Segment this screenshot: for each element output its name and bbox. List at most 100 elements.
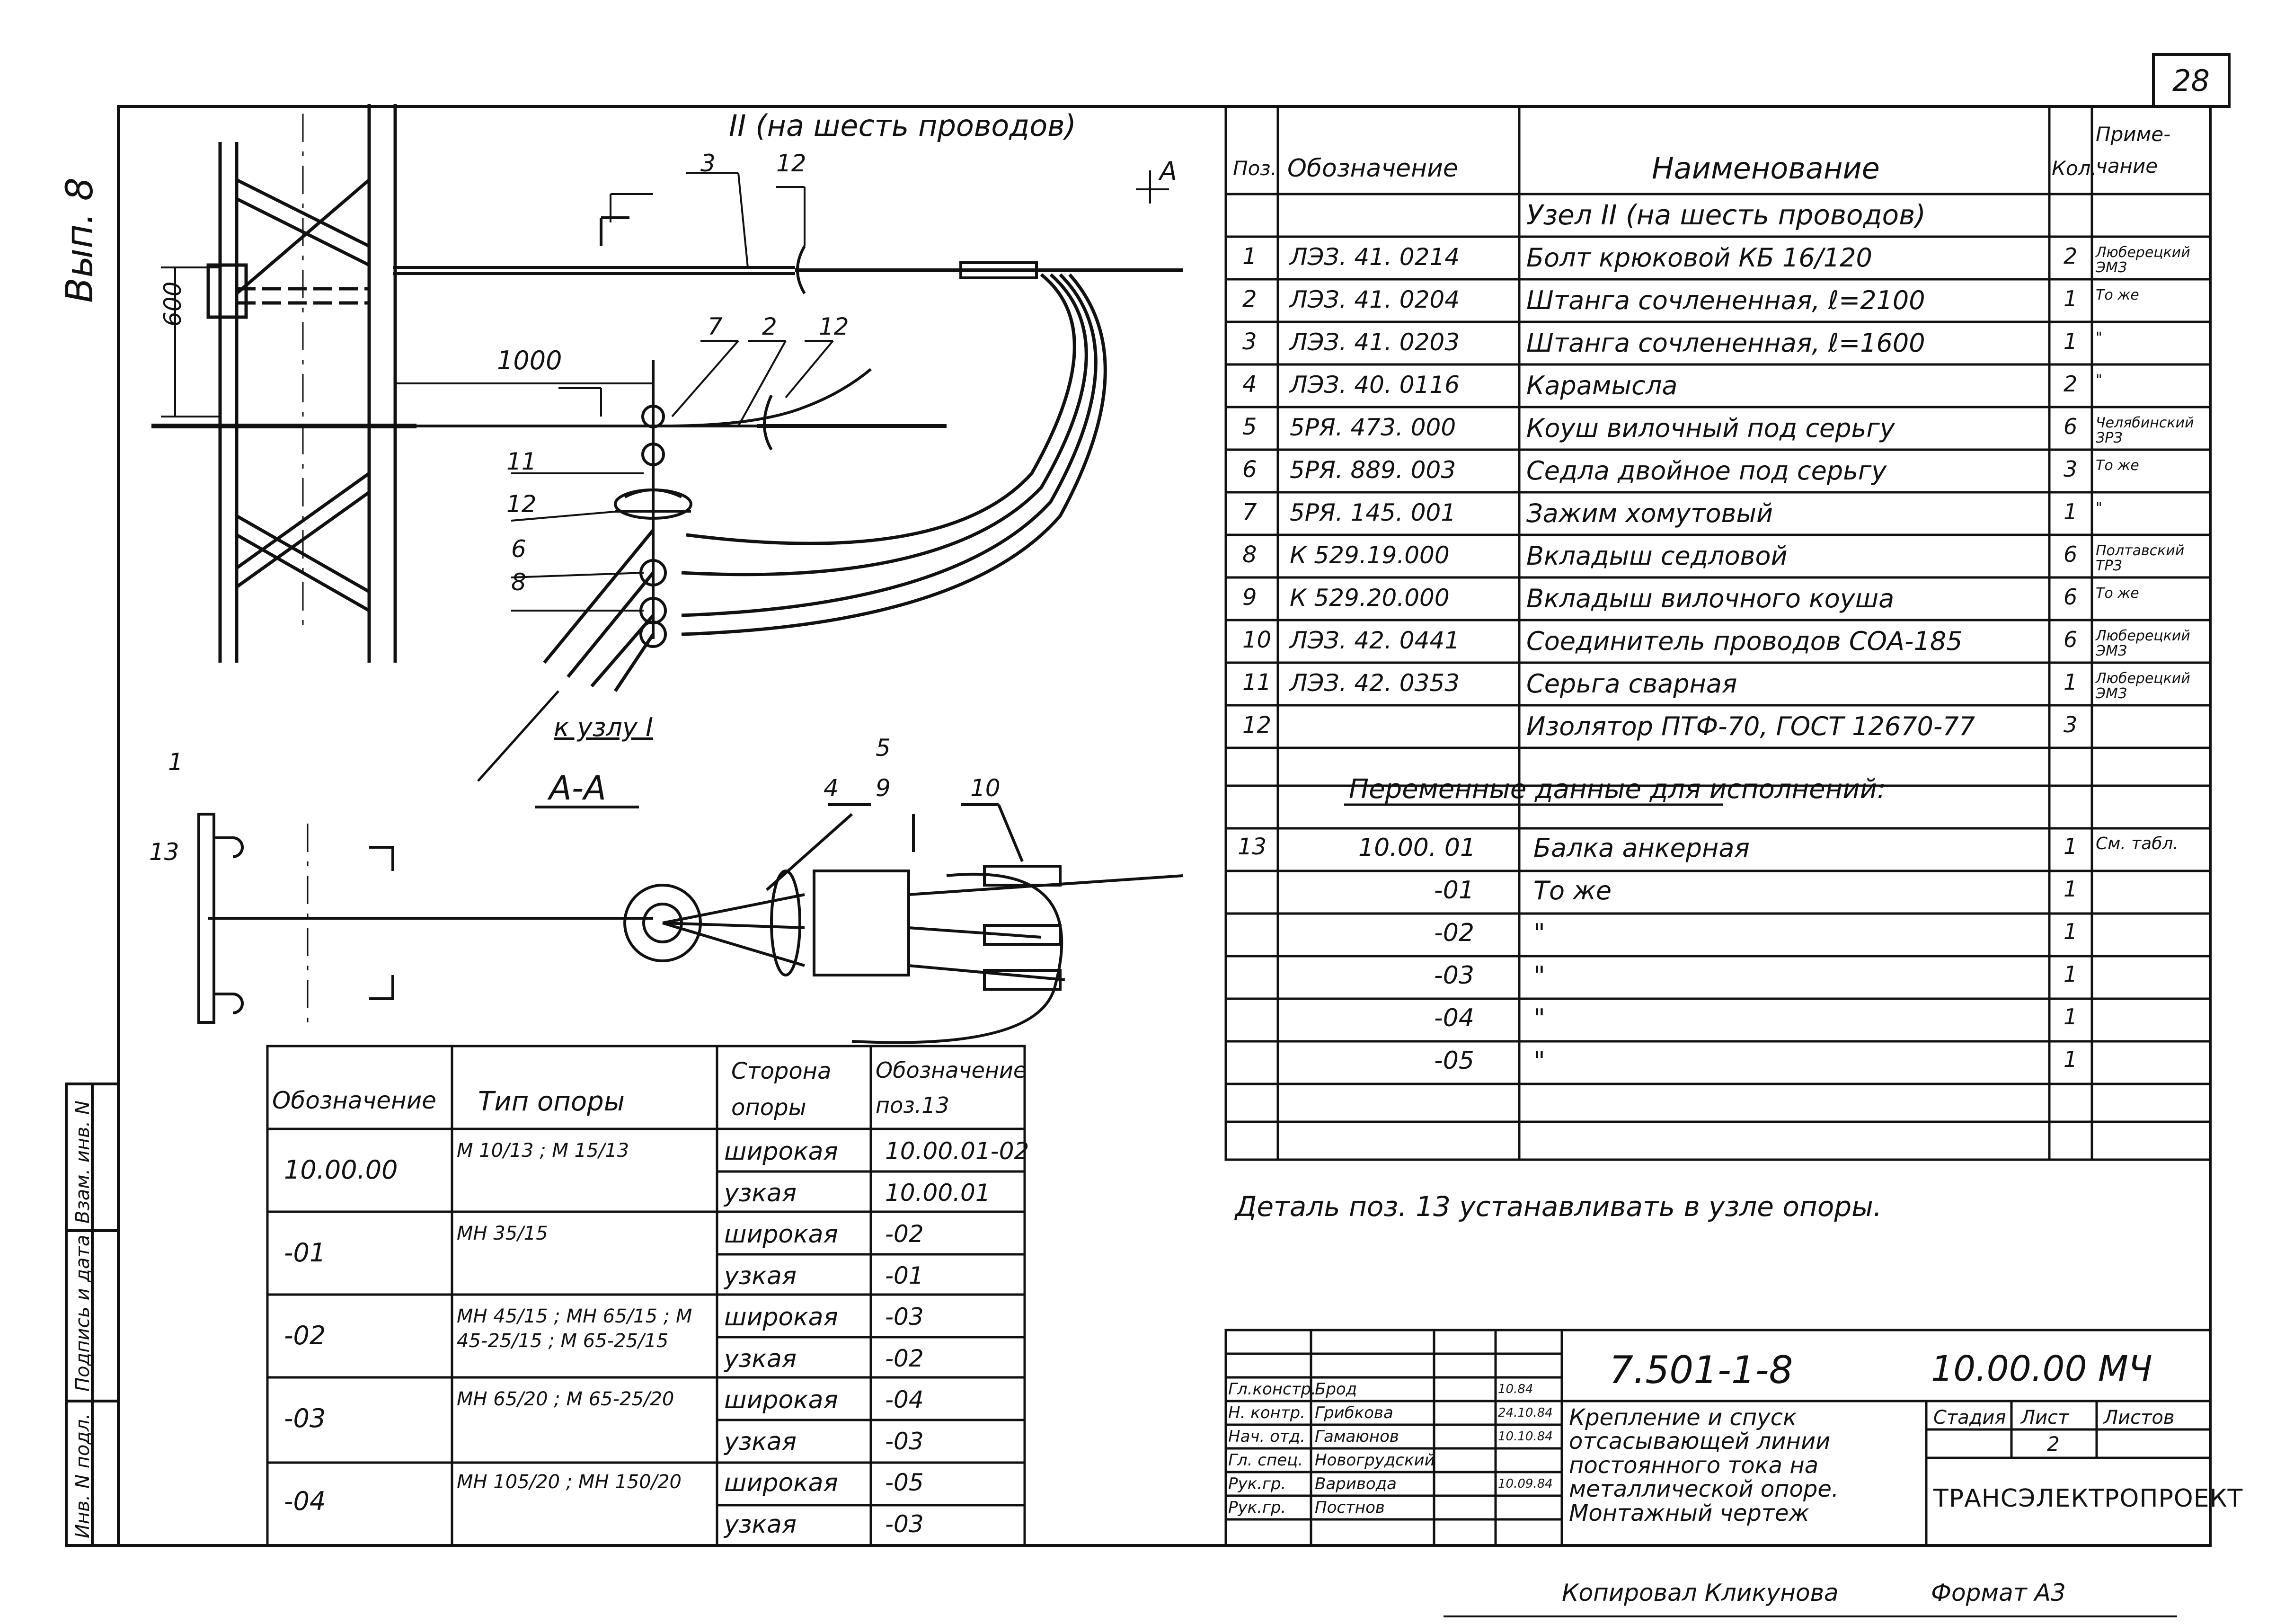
spec-row-name: Болт крюковой КБ 16/120 [1526,243,1872,273]
spec-var-note: См. табл. [2096,834,2179,853]
sheet-label: Лист [2021,1407,2069,1429]
dimension-lines [161,170,1169,417]
role-label: Гл.констр. [1228,1380,1316,1399]
conductor-upper [393,261,1183,279]
support-row-designation: -03 [284,1403,326,1433]
spec-header-qty: Кол. [2052,157,2097,180]
spec-group-title: Узел II (на шесть проводов) [1526,199,1926,231]
callout-10: 10 [970,774,1001,802]
callout-5: 5 [876,734,891,762]
spec-var-name: " [1533,961,1545,991]
role-name: Брод [1315,1380,1357,1399]
spec-var-name: " [1533,918,1545,948]
spec-var-designation: -04 [1434,1004,1474,1032]
spec-var-qty: 1 [2064,919,2078,944]
node-title: II (на шесть проводов) [729,108,1076,143]
spec-var-pos: 13 [1238,834,1267,860]
spec-var-qty: 1 [2064,961,2078,987]
support-row-pos13: -02 [885,1345,924,1372]
spec-row-qty: 1 [2064,499,2078,524]
dim-600: 600 [159,281,186,327]
support-row-pos13: -02 [885,1220,924,1248]
support-row-side: узкая [724,1428,797,1456]
spec-var-name: То же [1533,876,1612,905]
spec-row-name: Коуш вилочный под серьгу [1526,413,1895,443]
callout-6: 6 [511,535,526,563]
spec-row-qty: 2 [2064,371,2078,397]
support-header-type: Тип опоры [478,1086,625,1117]
spec-var-qty: 1 [2064,1004,2078,1029]
support-row-designation: -02 [284,1321,326,1350]
support-row-type: М 10/13 ; М 15/13 [457,1140,629,1162]
spec-row-qty: 1 [2064,286,2078,311]
spec-row-name: Штанга сочлененная, ℓ=1600 [1526,328,1925,358]
support-row-type: МН 35/15 [457,1223,548,1244]
section-marker: А [1160,156,1177,186]
spec-row-designation: К 529.20.000 [1290,584,1450,612]
spec-row-note: Люберецкий ЭМЗ [2096,244,2190,276]
role-name: Постнов [1315,1498,1385,1517]
support-row-type: МН 105/20 ; МН 150/20 [457,1471,682,1493]
callout-7: 7 [708,313,723,340]
section-aa [197,216,1184,1044]
drop-wires [543,273,1107,692]
spec-variable-title: Переменные данные для исполнений: [1349,774,1886,805]
spec-var-designation: 10.00. 01 [1358,834,1476,862]
spec-row-pos: 7 [1242,499,1257,525]
spec-row-designation: 5РЯ. 145. 001 [1290,499,1456,526]
insulators [614,245,806,520]
spec-row-name: Штанга сочлененная, ℓ=2100 [1526,285,1925,315]
spec-row-pos: 12 [1242,712,1272,738]
spec-row-designation: ЛЭЗ. 42. 0441 [1290,627,1460,654]
support-row-pos13: 10.00.01-02 [885,1137,1029,1165]
spec-row-note: Полтавский ТРЗ [2096,542,2185,574]
role-name: Новогрудский [1315,1451,1435,1470]
role-date: 10.10.84 [1498,1429,1553,1444]
spec-table-grid [1224,105,2212,1161]
role-label: Нач. отд. [1228,1427,1306,1446]
spec-header-name: Наименование [1652,151,1880,186]
spec-row-qty: 3 [2064,456,2078,482]
copied-by: Копировал Кликунова [1562,1579,1839,1606]
spec-row-qty: 6 [2064,414,2078,439]
spec-row-designation: ЛЭЗ. 41. 0204 [1290,286,1460,313]
support-row-designation: 10.00.00 [284,1155,398,1185]
callout-8: 8 [511,568,526,596]
side-label: Вып. 8 [59,177,101,303]
role-name: Грибкова [1315,1403,1393,1422]
spec-row-pos: 4 [1242,371,1257,398]
clamp-column [639,360,667,648]
spec-row-designation: ЛЭЗ. 41. 0214 [1290,243,1460,271]
support-row-side: широкая [724,1469,838,1497]
spec-row-note: Челябинский ЗРЗ [2096,415,2194,446]
support-row-side: узкая [724,1510,797,1539]
stamp-sign: Подпись и дата [72,1234,94,1392]
support-row-side: узкая [724,1262,797,1290]
support-row-pos13: -01 [885,1262,924,1289]
spec-row-pos: 1 [1242,243,1257,270]
support-row-side: узкая [724,1179,797,1207]
spec-var-designation: -01 [1434,876,1474,905]
callout-9: 9 [876,774,891,802]
callout-11: 11 [506,448,537,475]
doc-mark: 10.00.00 МЧ [1931,1349,2152,1389]
spec-row-note: Люберецкий ЭМЗ [2096,670,2190,702]
support-table-grid [266,1045,1026,1547]
support-header-side: Сторона опоры [731,1058,832,1121]
role-date: 10.09.84 [1498,1477,1553,1491]
spec-var-name: Балка анкерная [1533,833,1750,863]
to-node-leader [477,690,559,782]
spec-note: Деталь поз. 13 устанавливать в узле опор… [1235,1190,1882,1223]
stamp-replace: Взам. инв. N [72,1100,94,1224]
role-date: 10.84 [1498,1382,1533,1396]
support-row-designation: -01 [284,1238,326,1268]
callout-2: 2 [762,313,777,340]
role-name: Варивода [1315,1474,1397,1493]
support-row-side: широкая [724,1137,838,1166]
spec-row-note: " [2096,372,2102,389]
spec-row-name: Вкладыш седловой [1526,541,1788,571]
support-row-pos13: 10.00.01 [885,1179,991,1207]
spec-row-qty: 6 [2064,584,2078,610]
support-header-des: Обозначение [272,1087,436,1114]
